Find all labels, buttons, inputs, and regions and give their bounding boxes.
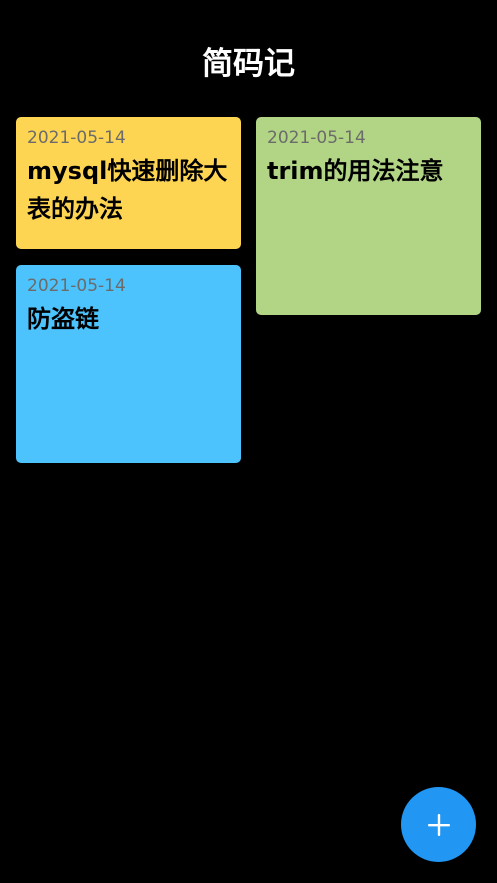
note-card-0[interactable]: 2021-05-14 mysql快速删除大表的办法: [16, 117, 241, 249]
note-card-1[interactable]: 2021-05-14 trim的用法注意: [256, 117, 481, 315]
note-date: 2021-05-14: [267, 128, 366, 148]
note-date: 2021-05-14: [27, 276, 126, 296]
note-title: mysql快速删除大表的办法: [27, 157, 228, 223]
note-title: trim的用法注意: [267, 157, 444, 185]
note-card-2[interactable]: 2021-05-14 防盗链: [16, 265, 241, 463]
plus-icon: [427, 813, 450, 836]
add-note-button[interactable]: [401, 787, 476, 862]
note-title: 防盗链: [27, 305, 99, 333]
page-title: 简码记: [202, 46, 295, 82]
note-date: 2021-05-14: [27, 128, 126, 148]
